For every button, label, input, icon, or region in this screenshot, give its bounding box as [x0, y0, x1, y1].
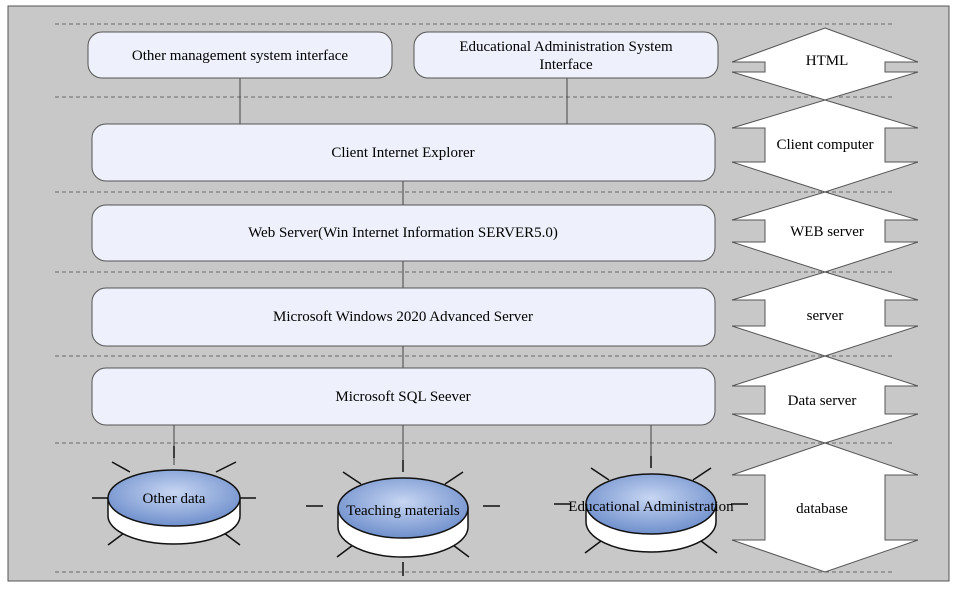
side-arrow-client: Client computer	[731, 99, 919, 193]
database-label-other: Other data	[143, 491, 206, 507]
web-server-label: Web Server(Win Internet Information SERV…	[248, 225, 558, 241]
side-label-server: server	[807, 308, 844, 324]
windows-server-box: Microsoft Windows 2020 Advanced Server	[91, 287, 716, 347]
side-arrow-web: WEB server	[731, 191, 919, 273]
side-label-database: database	[796, 501, 848, 517]
side-arrow-database: database	[731, 442, 919, 573]
database-cylinder-edu: Educational Administration	[554, 456, 748, 554]
client-box: Client Internet Explorer	[91, 123, 716, 182]
side-label-data-server: Data server	[788, 393, 857, 409]
database-cylinder-other: Other data	[92, 446, 256, 546]
side-label-html: HTML	[806, 53, 849, 69]
edu-interface-label-line2: Interface	[539, 57, 593, 73]
edu-interface-label-line1: Educational Administration System	[459, 39, 673, 55]
windows-server-label: Microsoft Windows 2020 Advanced Server	[273, 309, 533, 325]
side-label-client-computer: Client computer	[776, 137, 873, 153]
edu-interface-box: Educational Administration System Interf…	[413, 31, 719, 79]
sql-server-box: Microsoft SQL Seever	[91, 367, 716, 426]
database-label-edu: Educational Administration	[568, 499, 734, 515]
database-cylinder-teaching: Teaching materials	[306, 460, 500, 576]
database-label-teaching: Teaching materials	[346, 503, 460, 519]
side-arrow-server: server	[731, 271, 919, 357]
other-interface-label: Other management system interface	[132, 48, 349, 64]
web-server-box: Web Server(Win Internet Information SERV…	[91, 204, 716, 262]
side-label-web-server: WEB server	[790, 224, 864, 240]
side-arrow-data-server: Data server	[731, 355, 919, 444]
side-arrow-html: HTML	[731, 27, 919, 101]
sql-server-label: Microsoft SQL Seever	[335, 389, 470, 405]
other-interface-box: Other management system interface	[87, 31, 393, 79]
client-label: Client Internet Explorer	[331, 145, 474, 161]
